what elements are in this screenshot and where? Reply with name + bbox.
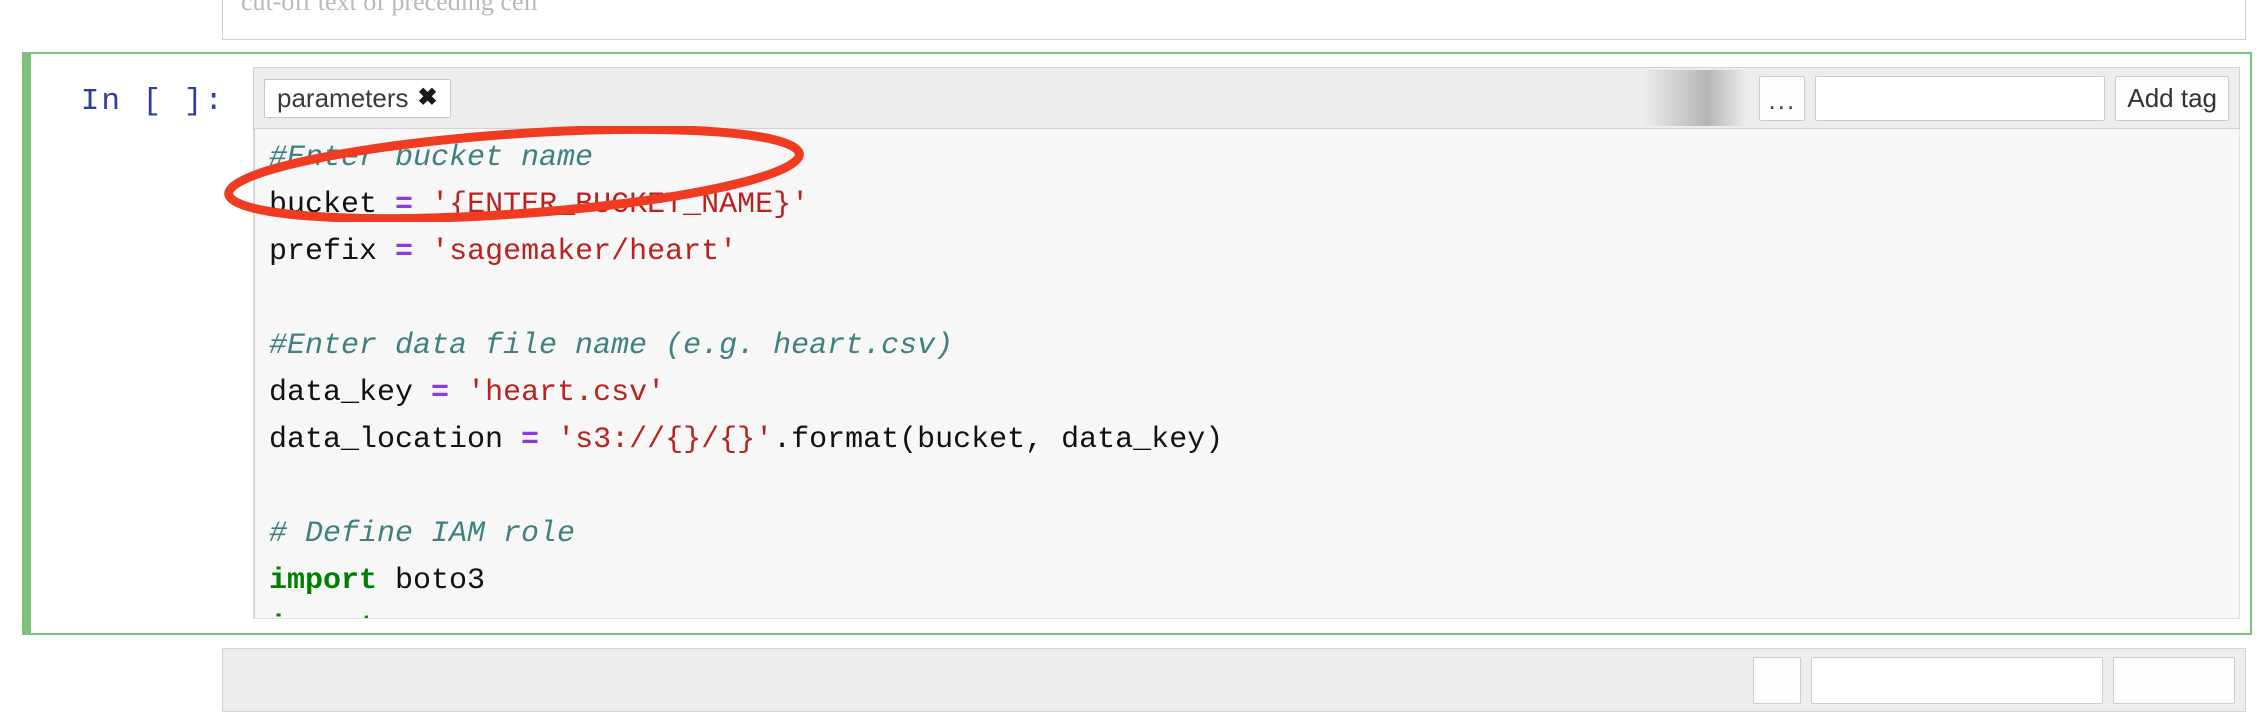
- code-token-s: 'heart.csv': [467, 376, 666, 410]
- code-token-n: data_location: [269, 423, 522, 457]
- tag-remove-icon[interactable]: ✖: [417, 83, 438, 111]
- notebook-cell-selected[interactable]: In [ ]: parameters ✖ ... Add tag #Enter …: [22, 52, 2252, 635]
- code-token-s: 's3://{}/{}': [557, 423, 774, 457]
- code-token-n: [413, 188, 431, 222]
- code-token-c: # Define IAM role: [269, 517, 576, 551]
- code-token-n: boto3: [377, 564, 486, 598]
- code-token-n: re: [377, 611, 431, 618]
- code-token-s: '{ENTER_BUCKET_NAME}': [431, 188, 810, 222]
- tag-overflow-button[interactable]: ...: [1759, 75, 1806, 121]
- next-cell-tag-bar[interactable]: [222, 648, 2246, 712]
- code-token-n: .format(bucket, data_key): [773, 423, 1224, 457]
- code-token-c: #Enter bucket name: [269, 141, 594, 175]
- previous-cell-fragment[interactable]: cut-off text of preceding cell: [222, 0, 2246, 40]
- code-token-n: [449, 376, 467, 410]
- code-token-o: =: [431, 376, 450, 410]
- code-token-o: =: [521, 423, 540, 457]
- code-token-n: bucket: [269, 188, 396, 222]
- code-token-k: import: [269, 611, 377, 618]
- cell-tag-bar[interactable]: parameters ✖ ... Add tag: [253, 67, 2240, 129]
- code-token-c: #Enter data file name (e.g. heart.csv): [269, 329, 954, 363]
- new-tag-input[interactable]: [1815, 75, 2106, 121]
- code-token-k: import: [269, 564, 378, 598]
- code-token-o: =: [395, 188, 414, 222]
- code-token-n: prefix: [269, 235, 396, 269]
- add-tag-button[interactable]: Add tag: [2115, 75, 2229, 121]
- cell-execution-prompt: In [ ]:: [80, 84, 225, 119]
- tag-chip-parameters[interactable]: parameters ✖: [264, 78, 451, 118]
- code-token-n: [539, 423, 557, 457]
- previous-cell-text: cut-off text of preceding cell: [241, 0, 538, 16]
- code-gutter-divider: [254, 129, 255, 618]
- code-source[interactable]: #Enter bucket name bucket = '{ENTER_BUCK…: [269, 135, 1224, 618]
- code-token-n: [413, 235, 431, 269]
- code-editor-area[interactable]: #Enter bucket name bucket = '{ENTER_BUCK…: [253, 129, 2240, 619]
- next-cell-add-tag-button[interactable]: [2113, 656, 2235, 704]
- code-token-n: data_key: [269, 376, 432, 410]
- code-token-s: 'sagemaker/heart': [431, 235, 738, 269]
- next-cell-overflow-button[interactable]: [1753, 656, 1801, 704]
- tag-overflow-fade: [1643, 70, 1748, 126]
- code-token-o: =: [395, 235, 414, 269]
- tag-label: parameters: [277, 82, 409, 113]
- next-cell-tag-input[interactable]: [1811, 656, 2103, 704]
